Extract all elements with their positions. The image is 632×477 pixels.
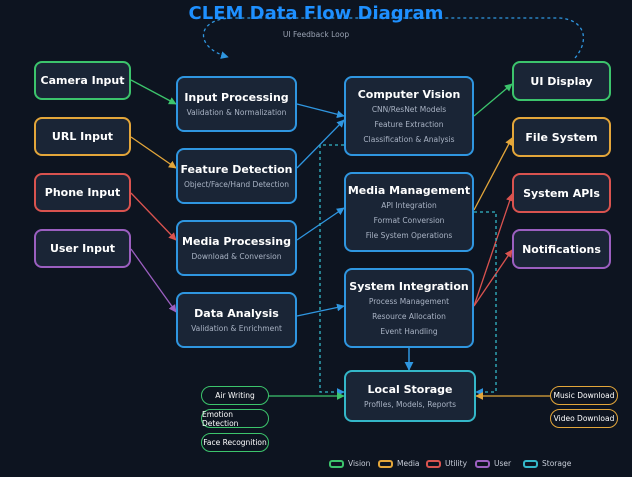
edge-camera-input-processing: [130, 79, 177, 105]
legend-user-swatch: [475, 459, 490, 468]
media-processing-title: Media Processing: [182, 235, 291, 248]
url-input-node: URL Input: [34, 117, 131, 156]
feature-detection-sub: Object/Face/Hand Detection: [183, 180, 289, 189]
camera-input-node: Camera Input: [34, 61, 131, 100]
legend-user: User: [475, 459, 511, 468]
ui-display-label: UI Display: [530, 74, 593, 88]
computer-vision-title: Computer Vision: [357, 88, 461, 101]
system-integration-line-2: Resource Allocation: [372, 312, 446, 321]
legend-storage-label: Storage: [542, 459, 572, 468]
data-analysis-node: Data Analysis Validation & Enrichment: [176, 292, 297, 348]
edge-media-fs: [473, 137, 513, 211]
feedback-loop-label: UI Feedback Loop: [282, 30, 350, 39]
media-processing-node: Media Processing Download & Conversion: [176, 220, 297, 276]
computer-vision-line-2: Feature Extraction: [374, 120, 444, 129]
legend-utility-label: Utility: [445, 459, 468, 468]
system-integration-title: System Integration: [349, 280, 469, 293]
media-management-title: Media Management: [347, 184, 471, 197]
edge-user-data-analysis: [130, 248, 177, 313]
file-system-label: File System: [525, 130, 598, 144]
legend-media: Media: [378, 459, 420, 468]
edge-vision-storage-dashed: [319, 144, 345, 396]
media-management-line-1: API Integration: [381, 201, 437, 210]
diagram-title: CLEM Data Flow Diagram: [188, 3, 444, 24]
video-download-pill: Video Download: [550, 409, 618, 428]
camera-input-label: Camera Input: [40, 74, 125, 87]
user-input-label: User Input: [49, 242, 116, 255]
data-analysis-title: Data Analysis: [194, 307, 279, 320]
edge-url-feature-detection: [130, 136, 177, 169]
computer-vision-node: Computer Vision CNN/ResNet Models Featur…: [344, 76, 474, 156]
edge-feature-vision: [296, 119, 345, 169]
system-apis-node: System APIs: [512, 173, 611, 213]
media-management-line-2: Format Conversion: [373, 216, 445, 225]
legend-vision-label: Vision: [348, 459, 371, 468]
emotion-detection-pill: Emotion Detection: [201, 409, 269, 428]
input-processing-sub: Validation & Normalization: [186, 108, 287, 117]
feature-detection-title: Feature Detection: [180, 163, 293, 176]
local-storage-sub: Profiles, Models, Reports: [364, 400, 456, 409]
face-recognition-pill: Face Recognition: [201, 433, 269, 452]
media-management-line-3: File System Operations: [365, 231, 453, 240]
air-writing-pill: Air Writing: [201, 386, 269, 405]
phone-input-label: Phone Input: [44, 186, 121, 199]
local-storage-title: Local Storage: [367, 383, 453, 396]
media-management-node: Media Management API Integration Format …: [344, 172, 474, 252]
edge-system-apis: [473, 193, 514, 307]
legend-storage-swatch: [523, 459, 538, 468]
system-integration-line-1: Process Management: [368, 297, 450, 306]
edge-vision-ui: [473, 83, 513, 117]
legend-vision-swatch: [329, 459, 344, 468]
input-processing-title: Input Processing: [184, 91, 289, 104]
computer-vision-line-1: CNN/ResNet Models: [371, 105, 447, 114]
ui-display-node: UI Display: [512, 61, 611, 101]
music-download-pill: Music Download: [550, 386, 618, 405]
user-input-node: User Input: [34, 229, 131, 268]
media-processing-sub: Download & Conversion: [191, 252, 282, 261]
local-storage-node: Local Storage Profiles, Models, Reports: [344, 370, 476, 422]
edge-media-storage-dashed: [474, 211, 497, 396]
notifications-label: Notifications: [522, 242, 601, 256]
feedback-loop-arrow: [202, 17, 584, 59]
notifications-node: Notifications: [512, 229, 611, 269]
edge-input-vision: [296, 103, 345, 119]
edge-analysis-system: [296, 303, 345, 317]
system-apis-label: System APIs: [523, 186, 600, 200]
legend-user-label: User: [494, 459, 512, 468]
legend-utility-swatch: [426, 459, 441, 468]
file-system-node: File System: [512, 117, 611, 157]
legend-vision: Vision: [329, 459, 370, 468]
system-integration-line-3: Event Handling: [380, 327, 438, 336]
data-analysis-sub: Validation & Enrichment: [191, 324, 282, 333]
url-input-label: URL Input: [51, 130, 114, 143]
phone-input-node: Phone Input: [34, 173, 131, 212]
legend-storage: Storage: [523, 459, 571, 468]
feature-detection-node: Feature Detection Object/Face/Hand Detec…: [176, 148, 297, 204]
legend-media-label: Media: [397, 459, 420, 468]
edge-phone-media-processing: [130, 192, 177, 241]
legend-media-swatch: [378, 459, 393, 468]
input-processing-node: Input Processing Validation & Normalizat…: [176, 76, 297, 132]
computer-vision-line-3: Classification & Analysis: [363, 135, 455, 144]
edge-system-notifications: [473, 249, 513, 307]
system-integration-node: System Integration Process Management Re…: [344, 268, 474, 348]
legend-utility: Utility: [426, 459, 467, 468]
